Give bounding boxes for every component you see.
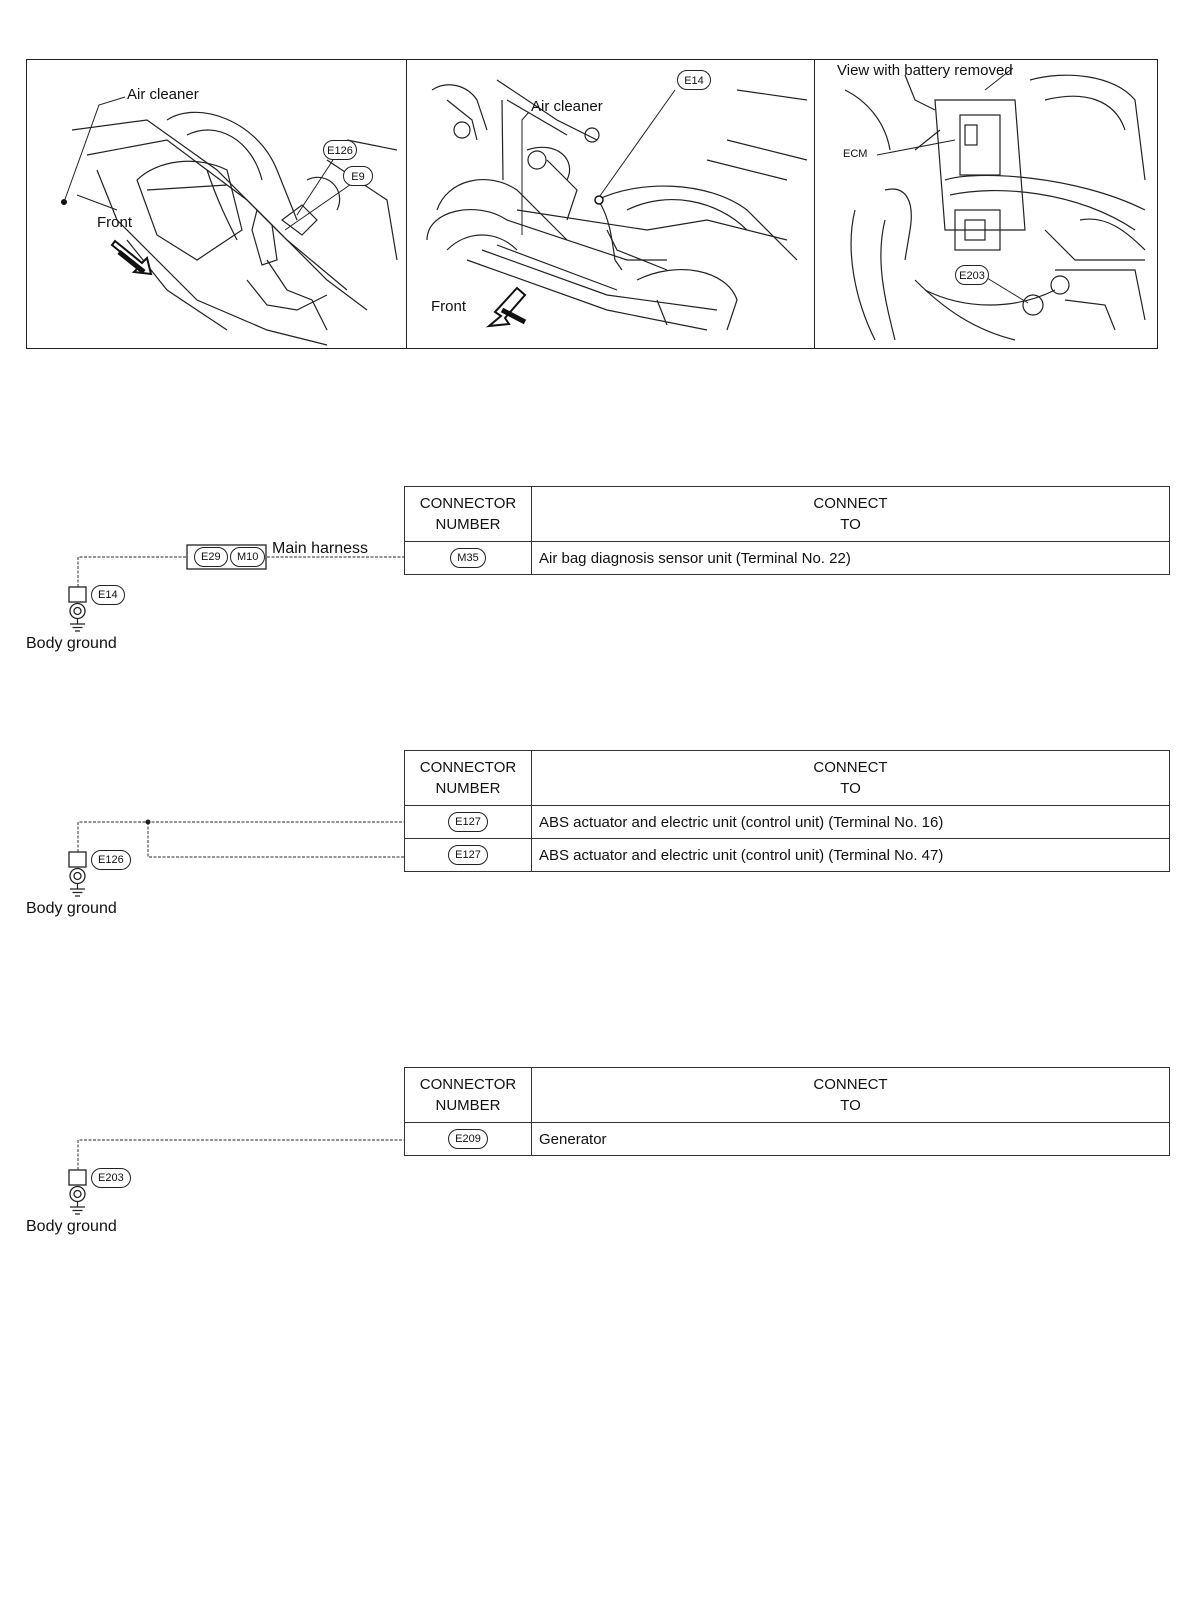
location-figure-air-cleaner-e14: Air cleaner Front E14 xyxy=(407,60,815,348)
air-cleaner-label: Air cleaner xyxy=(531,98,603,115)
ecm-area-illustration xyxy=(844,67,1146,341)
header-connector-number: CONNECTOR NUMBER xyxy=(404,750,532,806)
connector-callout-e9: E9 xyxy=(343,166,373,186)
ground-connector-e203: E203 xyxy=(91,1168,131,1188)
connector-m10: M10 xyxy=(230,547,266,567)
connector-e127: E127 xyxy=(448,812,488,832)
table-row: E127 ABS actuator and electric unit (con… xyxy=(404,838,1170,872)
front-label: Front xyxy=(431,298,467,315)
ground-connector-e126: E126 xyxy=(91,850,131,870)
body-ground-label: Body ground xyxy=(26,1218,117,1235)
front-label: Front xyxy=(97,214,133,231)
connector-cell: E127 xyxy=(404,838,532,872)
connector-e29: E29 xyxy=(194,547,228,567)
ecm-label: ECM xyxy=(843,148,868,160)
main-harness-label: Main harness xyxy=(272,540,369,557)
front-arrow-icon xyxy=(110,239,153,276)
body-ground-label: Body ground xyxy=(26,635,117,652)
air-cleaner-label: Air cleaner xyxy=(127,86,199,103)
header-connect-to: CONNECT TO xyxy=(531,1067,1170,1123)
table-header-row: CONNECTOR NUMBER CONNECT TO xyxy=(404,486,1170,542)
connect-to-cell: Air bag diagnosis sensor unit (Terminal … xyxy=(531,541,1170,575)
connector-callout-e203: E203 xyxy=(955,265,989,285)
connector-cell: E209 xyxy=(404,1122,532,1156)
connector-callout-e126: E126 xyxy=(323,140,357,160)
location-figure-air-cleaner-e126: Air cleaner Front E126 E9 xyxy=(27,60,407,348)
table-row: E127 ABS actuator and electric unit (con… xyxy=(404,805,1170,839)
connector-table-e14: CONNECTOR NUMBER CONNECT TO M35 Air bag … xyxy=(404,486,1170,575)
body-ground-label: Body ground xyxy=(26,900,117,917)
connector-callout-e14: E14 xyxy=(677,70,711,90)
connector-e127: E127 xyxy=(448,845,488,865)
table-row: M35 Air bag diagnosis sensor unit (Termi… xyxy=(404,541,1170,575)
table-header-row: CONNECTOR NUMBER CONNECT TO xyxy=(404,750,1170,806)
location-figure-ecm-e203: View with battery removed ECM E203 xyxy=(815,60,1157,348)
connect-to-cell: ABS actuator and electric unit (control … xyxy=(531,805,1170,839)
connector-m35: M35 xyxy=(450,548,486,568)
connector-table-e203: CONNECTOR NUMBER CONNECT TO E209 Generat… xyxy=(404,1067,1170,1156)
connector-e209: E209 xyxy=(448,1129,488,1149)
front-arrow-icon xyxy=(485,286,527,328)
table-row: E209 Generator xyxy=(404,1122,1170,1156)
ground-connector-e14: E14 xyxy=(91,585,125,605)
engine-bay-illustration-2 xyxy=(426,79,808,331)
battery-removed-view-label: View with battery removed xyxy=(837,62,1013,79)
connect-to-cell: Generator xyxy=(531,1122,1170,1156)
header-connector-number: CONNECTOR NUMBER xyxy=(404,486,532,542)
location-figure-strip: Air cleaner Front E126 E9 xyxy=(26,59,1158,349)
connector-cell: M35 xyxy=(404,541,532,575)
connector-table-e126: CONNECTOR NUMBER CONNECT TO E127 ABS act… xyxy=(404,750,1170,872)
connect-to-cell: ABS actuator and electric unit (control … xyxy=(531,838,1170,872)
header-connector-number: CONNECTOR NUMBER xyxy=(404,1067,532,1123)
table-header-row: CONNECTOR NUMBER CONNECT TO xyxy=(404,1067,1170,1123)
